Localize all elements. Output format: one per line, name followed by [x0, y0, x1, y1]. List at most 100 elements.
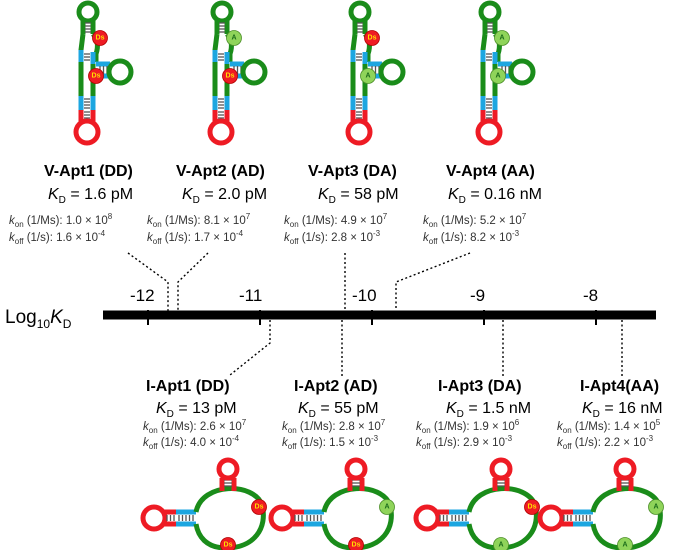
backbone-strand [78, 33, 86, 98]
kon-value: kon (1/Ms): 1.0 × 108 [9, 212, 113, 229]
backbone-strand [350, 33, 358, 98]
side-loop [508, 58, 536, 86]
v-apt4-structure-icon: AA [475, 0, 536, 146]
aptamer-name: V-Apt2 (AD) [176, 163, 265, 180]
terminal-loop [345, 118, 373, 146]
base-marker-label: Ds [352, 542, 361, 549]
a-base-marker [490, 68, 506, 84]
i-apt3-structure-icon: DsA [413, 457, 540, 550]
base-marker-label: A [622, 542, 627, 549]
connector-v-apt2 [177, 252, 209, 312]
hairpin-loop [478, 0, 502, 24]
ds-base-marker [364, 30, 380, 46]
backbone-strand [212, 33, 220, 98]
base-marker-label: Ds [528, 504, 537, 511]
i-apt4-info: I-Apt4(AA) KD = 16 nM kon (1/Ms): 1.4 × … [557, 378, 663, 451]
tick-label: -8 [583, 286, 598, 305]
ds-base-marker [251, 499, 267, 515]
backbone-strand [480, 33, 488, 98]
kon-value: kon (1/Ms): 2.8 × 107 [282, 418, 386, 435]
axis-title: Log10KD [5, 307, 72, 331]
terminal-loop [413, 504, 441, 532]
i-apt2-info: I-Apt2 (AD) KD = 55 pM kon (1/Ms): 2.8 ×… [282, 378, 386, 451]
kd-value: KD = 1.5 nM [446, 400, 531, 420]
i-apt4-structure-icon: AA [537, 457, 664, 550]
kd-value: KD = 55 pM [298, 400, 379, 420]
terminal-loop [344, 457, 368, 481]
side-loop [378, 58, 406, 86]
ds-base-marker [220, 537, 236, 550]
koff-value: koff (1/s): 2.9 × 10-3 [416, 434, 513, 451]
tick-label: -12 [130, 286, 155, 305]
kon-value: kon (1/Ms): 2.6 × 107 [143, 418, 247, 435]
a-base-marker [493, 537, 509, 550]
v-apt3-structure-icon: DsA [345, 0, 406, 146]
koff-value: koff (1/s): 2.2 × 10-3 [557, 434, 654, 451]
i-apt3-info: I-Apt3 (DA) KD = 1.5 nM kon (1/Ms): 1.9 … [416, 378, 531, 451]
connector-v-apt1 [127, 252, 169, 312]
base-marker-label: Ds [224, 542, 233, 549]
a-base-marker [360, 68, 376, 84]
koff-value: koff (1/s): 4.0 × 10-4 [143, 434, 240, 451]
connector-v-apt4 [395, 252, 471, 312]
base-marker-label: Ds [92, 73, 101, 80]
kon-value: kon (1/Ms): 5.2 × 107 [423, 212, 527, 229]
aptamer-name: I-Apt4(AA) [580, 378, 659, 395]
aptamer-name: I-Apt3 (DA) [438, 378, 522, 395]
kon-value: kon (1/Ms): 4.9 × 107 [284, 212, 388, 229]
a-base-marker [617, 537, 633, 550]
ds-base-marker [222, 68, 238, 84]
base-marker-label: A [231, 35, 236, 42]
kon-value: kon (1/Ms): 1.9 × 106 [416, 418, 520, 435]
koff-value: koff (1/s): 1.5 × 10-3 [282, 434, 379, 451]
koff-value: koff (1/s): 1.6 × 10-4 [9, 229, 106, 246]
side-loop [240, 58, 268, 86]
side-loop [106, 58, 134, 86]
i-apt1-info: I-Apt1 (DD) KD = 13 pM kon (1/Ms): 2.6 ×… [143, 378, 247, 451]
kon-value: kon (1/Ms): 1.4 × 105 [557, 418, 661, 435]
koff-value: koff (1/s): 1.7 × 10-4 [147, 229, 244, 246]
base-marker-label: Ds [255, 504, 264, 511]
base-marker-label: A [365, 73, 370, 80]
aptamer-name: I-Apt2 (AD) [294, 378, 378, 395]
aptamer-name: V-Apt4 (AA) [446, 163, 535, 180]
ds-base-marker [524, 499, 540, 515]
connector-lines [127, 252, 623, 378]
tick-label: -10 [352, 286, 377, 305]
tick-label: -11 [239, 286, 262, 305]
kon-value: kon (1/Ms): 8.1 × 107 [147, 212, 251, 229]
base-marker-label: Ds [368, 35, 377, 42]
base-marker-label: A [653, 504, 658, 511]
aptamer-name: I-Apt1 (DD) [146, 378, 230, 395]
kd-value: KD = 2.0 pM [182, 186, 267, 206]
koff-value: koff (1/s): 2.8 × 10-3 [284, 229, 381, 246]
log-kd-axis: -12 -11 -10 -9 -8 Log10KD [5, 286, 656, 331]
ds-base-marker [348, 537, 364, 550]
v-apt2-info: V-Apt2 (AD) KD = 2.0 pM kon (1/Ms): 8.1 … [147, 163, 267, 246]
terminal-loop [73, 118, 101, 146]
a-base-marker [648, 499, 664, 515]
i-apt2-structure-icon: A Ds [268, 457, 395, 550]
a-base-marker [379, 499, 395, 515]
kd-value: KD = 0.16 nM [448, 186, 542, 206]
aptamer-name: V-Apt3 (DA) [308, 163, 397, 180]
hairpin-loop [210, 0, 234, 24]
v-apt1-info: V-Apt1 (DD) KD = 1.6 pM kon (1/Ms): 1.0 … [9, 163, 133, 246]
hairpin-loop [348, 0, 372, 24]
base-marker-label: A [495, 73, 500, 80]
base-marker-label: Ds [226, 73, 235, 80]
v-apt4-info: V-Apt4 (AA) KD = 0.16 nM kon (1/Ms): 5.2… [423, 163, 542, 246]
terminal-loop [207, 118, 235, 146]
koff-value: koff (1/s): 8.2 × 10-3 [423, 229, 520, 246]
terminal-loop [216, 457, 240, 481]
ds-base-marker [92, 30, 108, 46]
base-marker-label: A [384, 504, 389, 511]
base-marker-label: Ds [96, 35, 105, 42]
terminal-loop [613, 457, 637, 481]
kd-value: KD = 58 pM [318, 186, 399, 206]
kd-value: KD = 1.6 pM [48, 186, 133, 206]
hairpin-loop [76, 0, 100, 24]
